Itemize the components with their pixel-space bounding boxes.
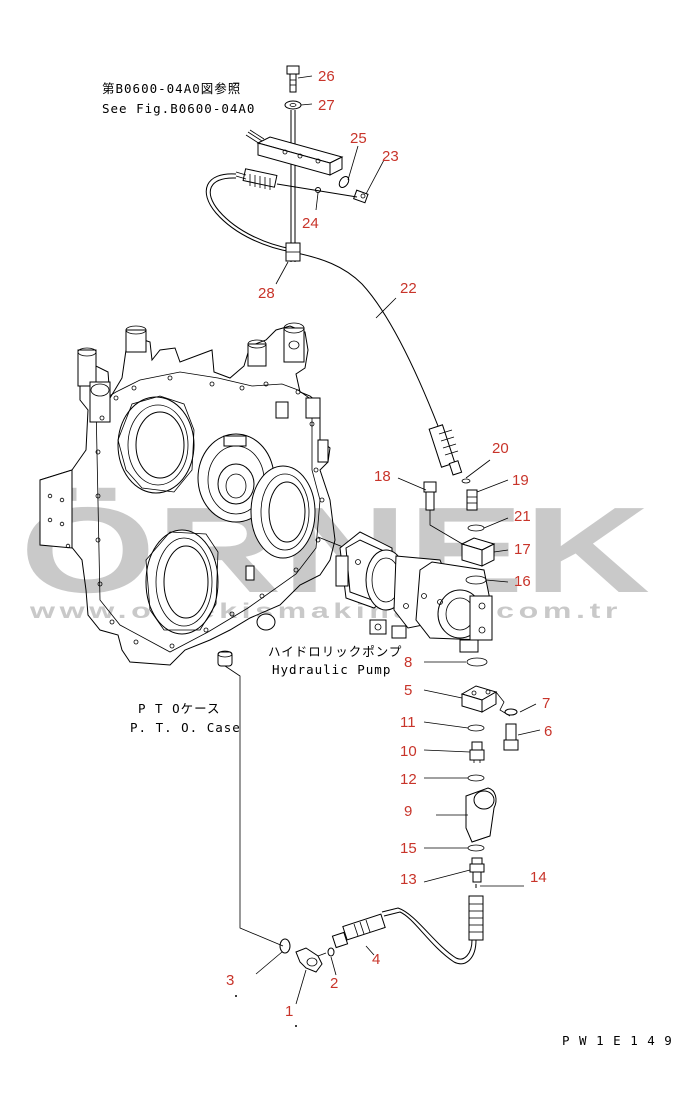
ring-3 xyxy=(279,938,291,954)
callout-21: 21 xyxy=(514,508,531,525)
clamp-28 xyxy=(285,242,301,262)
bolt-18 xyxy=(423,481,437,493)
bolt-26 xyxy=(286,65,300,93)
washer-27 xyxy=(284,100,302,110)
callout-3: 3 xyxy=(226,972,234,989)
callout-6: 6 xyxy=(544,723,552,740)
washer-7 xyxy=(504,708,518,716)
lower-hose xyxy=(224,665,484,973)
callout-5: 5 xyxy=(404,682,412,699)
callout-28: 28 xyxy=(258,285,275,302)
reference-label-en: See Fig.B0600-04A0 xyxy=(102,101,255,116)
oring-8 xyxy=(466,657,488,667)
fitting-13 xyxy=(469,857,485,883)
elbow-1 xyxy=(295,947,327,973)
callout-9: 9 xyxy=(404,803,412,820)
callout-24: 24 xyxy=(302,215,319,232)
reference-label-jp: 第B0600-04A0図参照 xyxy=(102,81,241,96)
callout-18: 18 xyxy=(374,468,391,485)
text-labels: 第B0600-04A0図参照 See Fig.B0600-04A0 ハイドロリッ… xyxy=(102,81,673,1048)
cable-end-upper xyxy=(235,168,358,198)
hydraulic-pump-label-en: Hydraulic Pump xyxy=(272,662,391,677)
callout-4: 4 xyxy=(372,951,380,968)
callout-14: 14 xyxy=(530,869,547,886)
pto-case-label-jp: P T Oケース xyxy=(138,701,221,716)
callout-15: 15 xyxy=(400,840,417,857)
oring-20 xyxy=(461,478,471,484)
hydraulic-pump xyxy=(317,531,493,653)
fitting-10 xyxy=(469,741,485,763)
pto-case-label-en: P. T. O. Case xyxy=(130,720,241,735)
callout-19: 19 xyxy=(512,472,529,489)
callout-16: 16 xyxy=(514,573,531,590)
pto-case xyxy=(39,322,336,667)
callout-8: 8 xyxy=(404,654,412,671)
callout-25: 25 xyxy=(350,130,367,147)
callout-10: 10 xyxy=(400,743,417,760)
callout-1: 1 xyxy=(285,1003,293,1020)
callout-7: 7 xyxy=(542,695,550,712)
oring-12 xyxy=(467,774,485,782)
parts-5-15 xyxy=(460,657,519,888)
pin-25 xyxy=(338,176,350,188)
block-17 xyxy=(460,537,496,567)
clip-23 xyxy=(353,189,369,204)
bolt-6 xyxy=(505,723,517,741)
callout-2: 2 xyxy=(330,975,338,992)
callout-23: 23 xyxy=(382,148,399,165)
fitting-19 xyxy=(466,489,478,511)
callout-13: 13 xyxy=(400,871,417,888)
ring-2 xyxy=(327,947,335,957)
watermark-logo: ÖRNEK xyxy=(20,482,650,618)
hose-fitting-4 xyxy=(331,913,386,949)
watermark-url: www.ornekismakinalari.com.tr xyxy=(28,600,622,623)
leader-lines xyxy=(255,75,541,1005)
callout-22: 22 xyxy=(400,280,417,297)
hydraulic-pump-label-jp: ハイドロリックポンプ xyxy=(268,644,402,659)
figure-code: P W 1 E 1 4 9 xyxy=(562,1033,673,1048)
oring-15 xyxy=(467,844,485,852)
parts-16-21 xyxy=(423,478,496,585)
watermark: ÖRNEK www.ornekismakinalari.com.tr xyxy=(20,482,650,623)
cable-end-lower xyxy=(428,424,463,476)
top-assembly xyxy=(205,65,463,476)
callout-27: 27 xyxy=(318,97,335,114)
callout-11: 11 xyxy=(400,714,416,731)
callout-17: 17 xyxy=(514,541,531,558)
flange-5 xyxy=(460,685,498,713)
bracket xyxy=(256,136,344,176)
reference-arrow xyxy=(245,129,265,145)
oring-11 xyxy=(467,724,485,732)
cable-22 xyxy=(205,173,439,427)
callout-20: 20 xyxy=(492,440,509,457)
callout-26: 26 xyxy=(318,68,335,85)
case-bolts xyxy=(95,375,325,649)
callout-numbers: 26 27 25 23 24 28 22 20 18 19 21 17 16 8… xyxy=(226,68,552,1020)
elbow-9 xyxy=(465,787,497,843)
callout-12: 12 xyxy=(400,771,417,788)
